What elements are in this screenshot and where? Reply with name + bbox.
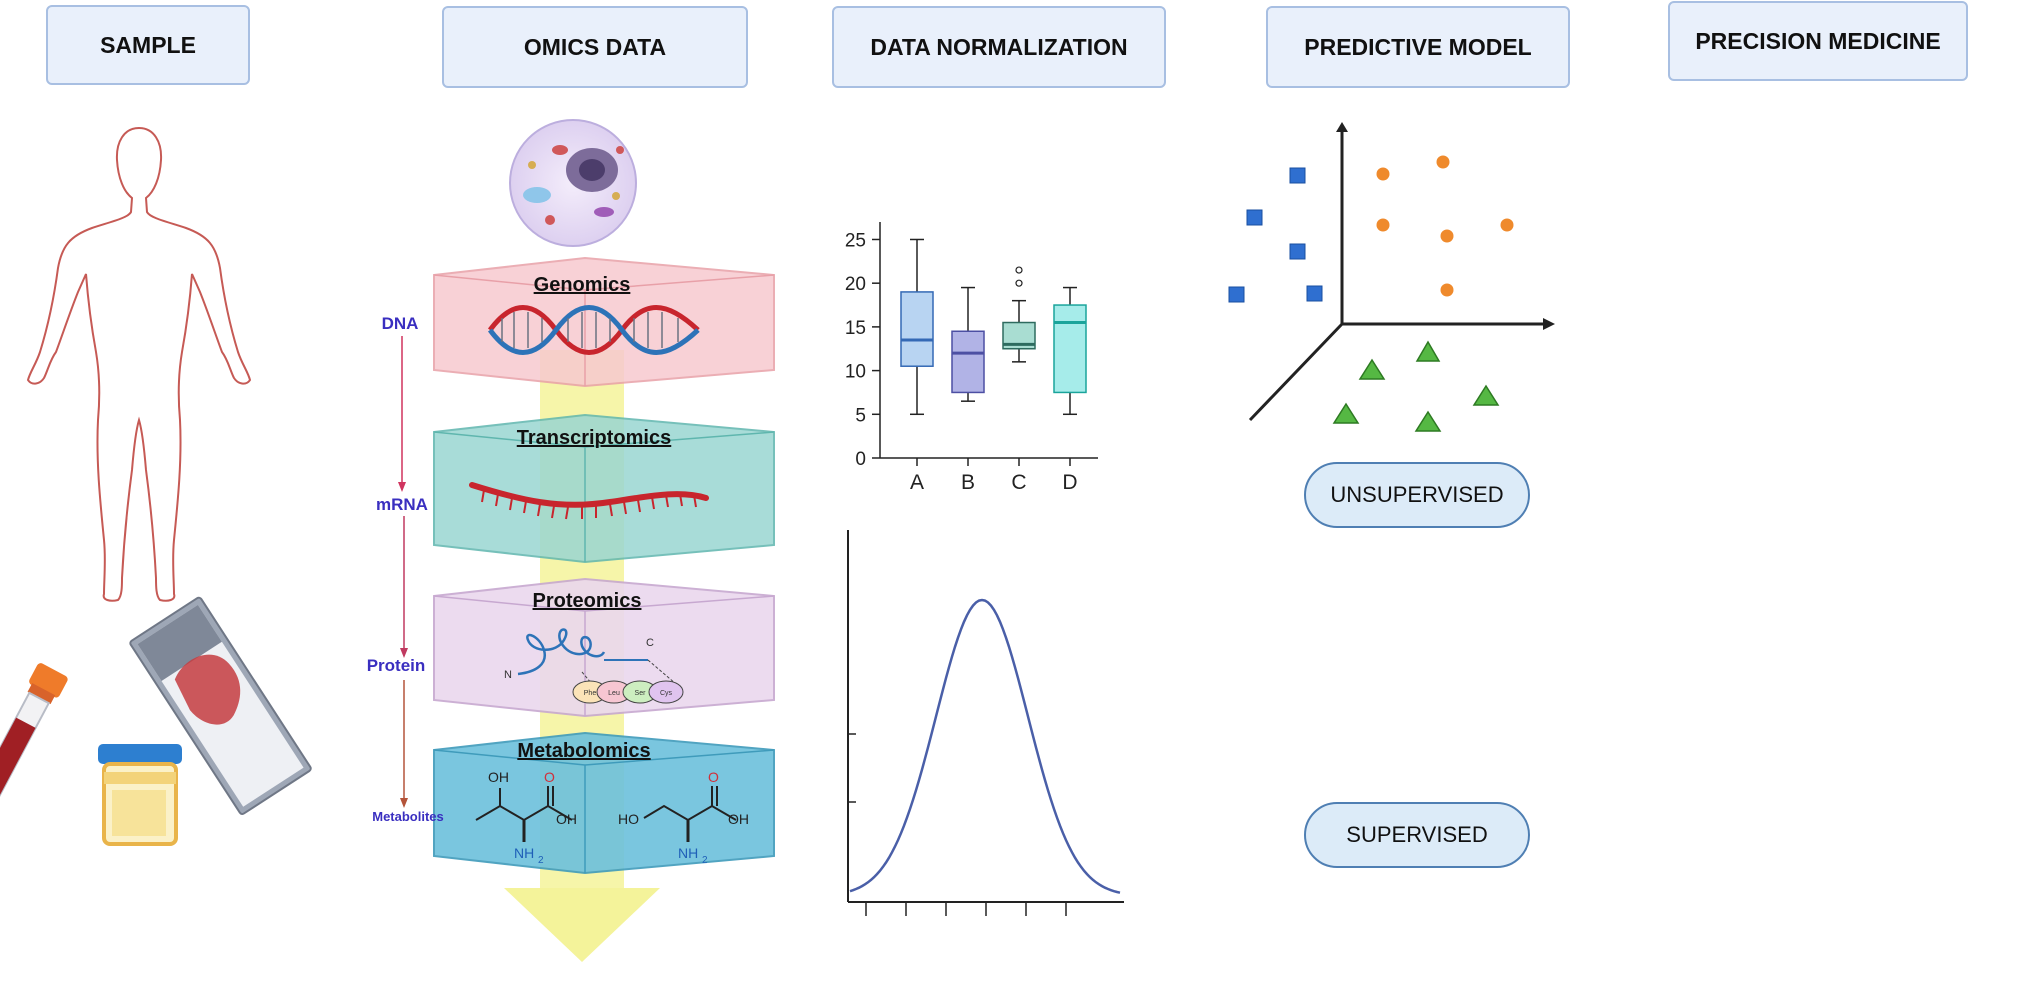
dna-label: DNA xyxy=(382,314,419,333)
boxplot-x-label: D xyxy=(1062,471,1077,494)
cell-icon xyxy=(509,119,637,247)
threonine-molecule-icon xyxy=(475,786,573,842)
molecule-oh-label: OH xyxy=(556,811,577,827)
genomics-title: Genomics xyxy=(534,274,631,296)
boxplot-y-tick-label: 15 xyxy=(845,318,866,339)
protein-label: Protein xyxy=(367,656,426,675)
amino-acid-label: Leu xyxy=(608,690,620,697)
molecule-nh2-subscript: 2 xyxy=(538,855,544,866)
unsupervised-label: UNSUPERVISED xyxy=(1304,462,1530,528)
transcriptomics-layer xyxy=(433,413,775,564)
amino-acid-label: Ser xyxy=(635,690,647,697)
normal-distribution-chart xyxy=(847,530,1124,916)
human-silhouette-icon xyxy=(26,126,252,602)
mrna-strand-icon xyxy=(469,482,709,520)
header-predictive-model: PREDICTIVE MODEL xyxy=(1266,6,1570,88)
boxplot-chart: 0 5 10 15 20 25A B C D xyxy=(845,222,1098,494)
proteomics-layer xyxy=(433,577,775,718)
cluster-triangles xyxy=(1332,340,1500,432)
boxplot-box xyxy=(900,291,934,367)
boxplot-outlier xyxy=(1015,266,1023,274)
boxplot-y-tick-label: 25 xyxy=(845,230,866,251)
protein-chain-icon: N C Phe Leu Ser Cys xyxy=(504,628,684,704)
header-omics-data: OMICS DATA xyxy=(442,6,748,88)
boxplot-x-label: A xyxy=(910,471,924,494)
amino-acid-label: Phe xyxy=(584,690,597,697)
unsupervised-plot xyxy=(1228,122,1555,432)
proteomics-title: Proteomics xyxy=(533,590,642,612)
transcriptomics-title: Transcriptomics xyxy=(517,427,672,449)
molecule-nh2-label: NH xyxy=(678,845,698,861)
urine-cup-icon xyxy=(98,744,182,846)
molecule-nh2-subscript: 2 xyxy=(702,855,708,866)
protein-n-terminal: N xyxy=(504,669,512,681)
molecule-oh-label: OH xyxy=(728,811,749,827)
blood-tube-icon xyxy=(0,663,68,805)
molecule-nh2-label: NH xyxy=(514,845,534,861)
cluster-squares xyxy=(1228,167,1323,303)
header-precision-medicine: PRECISION MEDICINE xyxy=(1668,1,1968,81)
dna-helix-icon xyxy=(487,305,700,355)
central-dogma-flow xyxy=(398,336,408,808)
normal-curve-line xyxy=(849,598,1121,894)
boxplot-outlier xyxy=(1015,279,1023,287)
protein-c-terminal: C xyxy=(646,637,654,649)
molecule-oh-label: OH xyxy=(488,769,509,785)
boxplot-y-tick-label: 5 xyxy=(855,405,866,426)
boxplot-y-tick-label: 0 xyxy=(855,449,866,470)
metabolomics-title: Metabolomics xyxy=(517,740,650,762)
molecule-ho-label: HO xyxy=(618,811,639,827)
metabolites-label: Metabolites xyxy=(372,809,444,824)
header-data-normalization: DATA NORMALIZATION xyxy=(832,6,1166,88)
boxplot-x-label: B xyxy=(961,471,975,494)
boxplot-y-tick-label: 20 xyxy=(845,274,866,295)
tissue-slide-icon xyxy=(129,596,312,815)
mrna-label: mRNA xyxy=(376,495,428,514)
header-sample: SAMPLE xyxy=(46,5,250,85)
molecule-o-label: O xyxy=(708,769,719,785)
amino-acid-label: Cys xyxy=(660,690,673,697)
boxplot-x-label: C xyxy=(1011,471,1026,494)
cluster-dots xyxy=(1376,155,1514,297)
boxplot-y-tick-label: 10 xyxy=(845,362,866,383)
molecule-o-label: O xyxy=(544,769,555,785)
boxplot-box xyxy=(1053,304,1087,394)
serine-molecule-icon xyxy=(643,786,737,842)
supervised-label: SUPERVISED xyxy=(1304,802,1530,868)
boxplot-box xyxy=(951,330,985,394)
